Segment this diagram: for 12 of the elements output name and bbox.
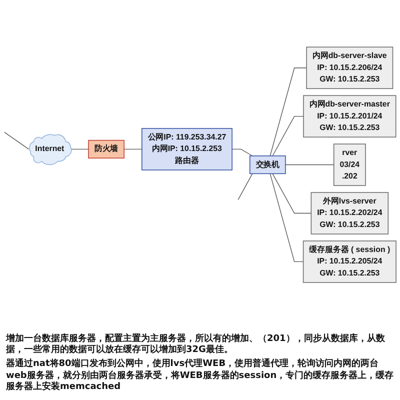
connector-line xyxy=(238,173,253,200)
connector-line xyxy=(232,148,253,156)
connector-line xyxy=(70,148,89,150)
note-text: 增加一台数据库服务器，配置主置为主服务器，所以有的增加、（201），同步从数据库，从数据，一些常用的数据可以放在缓存可以增加到32G最佳。 xyxy=(6,334,386,357)
connector-line xyxy=(272,116,304,156)
connector-line xyxy=(4,132,30,150)
connector-line xyxy=(270,173,304,262)
note-text: 器通过nat将80端口发布到公网中，使用lvs代理WEB，使用普通代理，轮询访问内网的两台web服务器，就分别由两台服务器承受，将WEB服务器的session，专门的缓存服务器上，缓存服务器上安装memcached xyxy=(6,358,394,394)
connector-line xyxy=(270,68,307,156)
connector-line xyxy=(285,164,334,166)
connector-line xyxy=(272,173,312,214)
connector-line xyxy=(124,148,142,150)
